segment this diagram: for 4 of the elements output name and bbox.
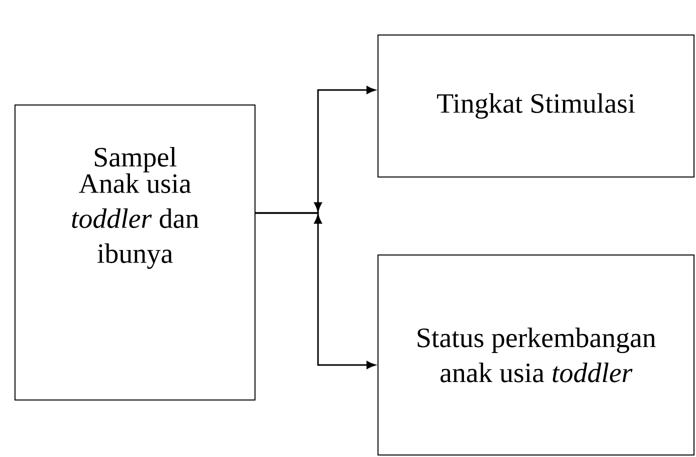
box: Sampel Anak usia toddler dan ibunya	[14, 104, 256, 400]
box: Tingkat Stimulasi	[378, 34, 694, 178]
arrow	[256, 202, 376, 369]
box: Status perkembangan anak usia toddler	[378, 254, 694, 456]
